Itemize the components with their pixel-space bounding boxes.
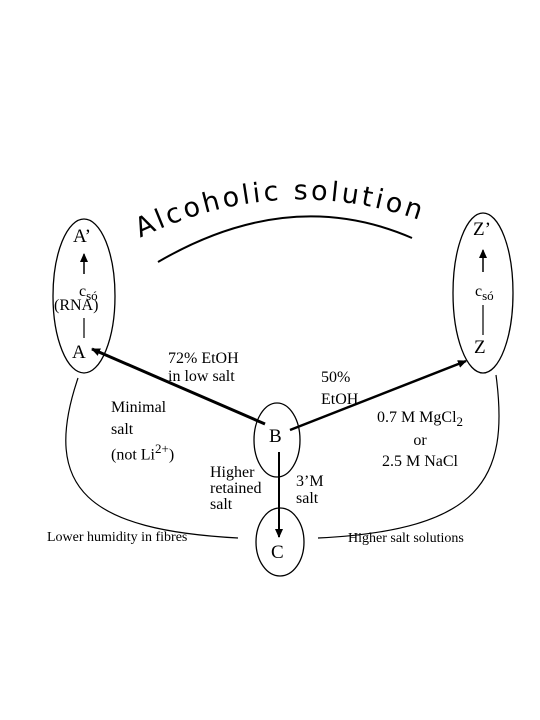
b-to-a-arrow bbox=[91, 347, 266, 426]
label-72-etoh: 72% EtOH in low salt bbox=[168, 350, 239, 387]
node-b: B bbox=[269, 426, 282, 447]
label-minimal-salt: Minimal salt (not Li2+) bbox=[111, 397, 174, 466]
label-minimal-line1: Minimal bbox=[111, 399, 167, 416]
label-higher-salt-solutions: Higher salt solutions bbox=[348, 531, 464, 546]
title-underline-arc bbox=[157, 215, 413, 263]
node-c-right-sub: só bbox=[482, 288, 494, 304]
right-ellipse bbox=[452, 212, 514, 374]
node-c-left: csó bbox=[79, 283, 98, 304]
node-c: C bbox=[271, 542, 284, 563]
b-to-z-arrow bbox=[289, 359, 467, 432]
label-mgcl-line2: or bbox=[413, 432, 427, 450]
right-return-curve bbox=[317, 374, 500, 539]
label-mgcl-line1: 0.7 M MgCl2 bbox=[376, 409, 464, 430]
node-c-right: csó bbox=[475, 283, 494, 304]
left-ellipse bbox=[52, 218, 116, 374]
node-rna: (RNA) bbox=[54, 297, 99, 314]
label-3m-line1: 3’M bbox=[296, 473, 324, 490]
label-minimal-line3: (not Li2+) bbox=[111, 441, 175, 464]
label-50-etoh-line1: 50% bbox=[321, 369, 351, 386]
node-c-left-c: c bbox=[79, 283, 87, 300]
label-higher-line2: retained bbox=[210, 480, 262, 497]
title-text: Alcoholic solutions bbox=[0, 0, 429, 244]
label-3m-line2: salt bbox=[296, 489, 319, 507]
label-50-etoh: 50% EtOH bbox=[321, 367, 358, 412]
label-higher-line3: salt bbox=[210, 496, 233, 513]
node-z-prime: Z’ bbox=[473, 219, 491, 240]
label-50-etoh-line2: EtOH bbox=[321, 391, 359, 409]
label-3m-salt: 3’M salt bbox=[296, 473, 324, 508]
title-text-span: Alcoholic solutions bbox=[0, 0, 429, 244]
label-mgcl-nacl: 0.7 M MgCl2 or 2.5 M NaCl bbox=[370, 408, 470, 473]
label-higher-line1: Higher bbox=[210, 464, 255, 481]
node-c-left-sub: só bbox=[86, 288, 98, 304]
label-lower-humidity: Lower humidity in fibres bbox=[47, 530, 188, 545]
node-a-prime: A’ bbox=[73, 226, 91, 247]
left-return-curve bbox=[65, 377, 239, 539]
label-higher-retained-salt: Higher retained salt bbox=[210, 465, 262, 513]
b-ellipse bbox=[253, 402, 301, 478]
label-minimal-line2: salt bbox=[111, 420, 134, 438]
label-mgcl-line3: 2.5 M NaCl bbox=[382, 452, 458, 470]
node-a: A bbox=[72, 342, 86, 363]
label-72-etoh-line2: in low salt bbox=[168, 368, 235, 386]
node-c-right-c: c bbox=[475, 283, 483, 300]
label-72-etoh-line1: 72% EtOH bbox=[168, 350, 239, 367]
node-z: Z bbox=[474, 337, 486, 358]
